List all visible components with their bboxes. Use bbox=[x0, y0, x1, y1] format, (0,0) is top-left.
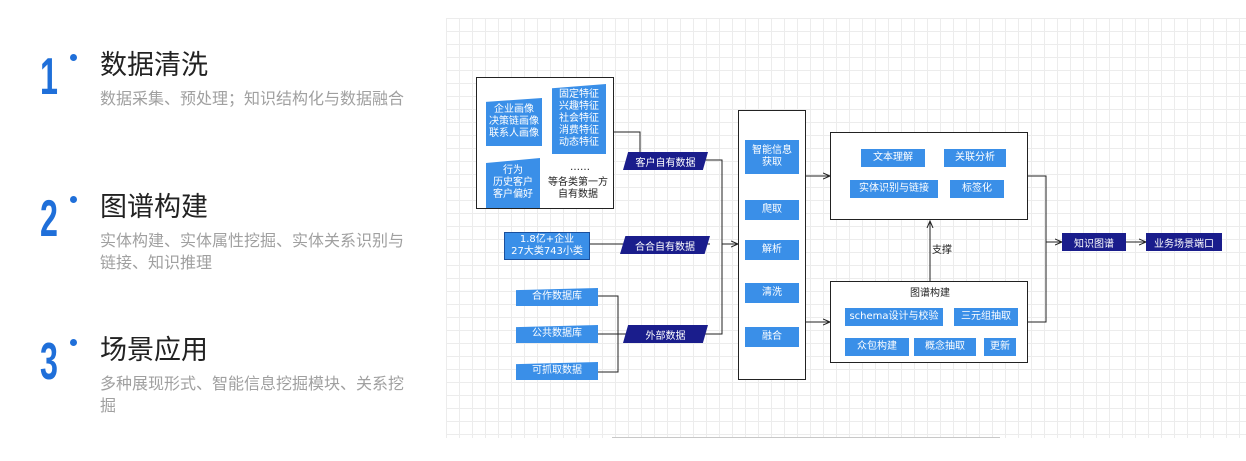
features-label: 固定特征 兴趣特征 社会特征 消费特征 动态特征 bbox=[552, 84, 606, 154]
process-parse: 解析 bbox=[745, 240, 799, 260]
step-dot bbox=[70, 339, 77, 346]
portrait-label: 企业画像 决策链画像 联系人画像 bbox=[486, 98, 542, 146]
step-desc: 数据采集、预处理；知识结构化与数据融合 bbox=[100, 89, 405, 108]
source-external: 外部数据 bbox=[623, 325, 708, 343]
source-customer: 客户自有数据 bbox=[623, 152, 708, 170]
graph-title: 图谱构建 bbox=[910, 288, 950, 299]
behavior-label: 行为 历史客户 客户偏好 bbox=[486, 158, 540, 208]
analysis-tagging: 标签化 bbox=[950, 180, 1004, 198]
process-crawl: 爬取 bbox=[745, 200, 799, 220]
graph-concept-extract: 概念抽取 bbox=[914, 338, 976, 356]
analysis-entity-linking: 实体识别与链接 bbox=[850, 180, 938, 198]
step-dot bbox=[70, 54, 77, 61]
graph-schema: schema设计与校验 bbox=[845, 308, 943, 326]
step-desc: 实体构建、实体属性挖掘、实体关系识别与链接、知识推理 bbox=[100, 231, 405, 272]
step-dot bbox=[70, 196, 77, 203]
enterprise-count-label: 1.8亿+企业 27大类743小类 bbox=[504, 232, 590, 260]
database-public: 公共数据库 bbox=[516, 325, 598, 343]
step-desc: 多种展现形式、智能信息挖掘模块、关系挖掘 bbox=[100, 374, 405, 415]
step-number: 1 bbox=[40, 48, 58, 106]
step-title: 图谱构建 bbox=[100, 192, 208, 223]
step-number: 2 bbox=[40, 190, 58, 248]
step-title: 场景应用 bbox=[100, 335, 208, 366]
graph-triple-extract: 三元组抽取 bbox=[954, 308, 1018, 326]
business-port-label: 业务场景端口 bbox=[1146, 233, 1222, 251]
divider-line bbox=[612, 437, 1000, 438]
process-fuse: 融合 bbox=[745, 327, 799, 347]
support-label: 支撑 bbox=[932, 245, 952, 256]
step-number: 3 bbox=[40, 333, 58, 391]
process-clean: 清洗 bbox=[745, 283, 799, 303]
step-title: 数据清洗 bbox=[100, 50, 208, 81]
analysis-association: 关联分析 bbox=[944, 149, 1006, 167]
source-hehe: 合合自有数据 bbox=[620, 236, 710, 254]
analysis-box bbox=[830, 132, 1028, 220]
ellipsis-text: …… bbox=[570, 162, 590, 173]
database-cooperation: 合作数据库 bbox=[516, 288, 598, 306]
database-crawlable: 可抓取数据 bbox=[516, 362, 598, 380]
graph-crowdsource: 众包构建 bbox=[845, 338, 909, 356]
graph-update: 更新 bbox=[984, 338, 1016, 356]
steps-panel: 1 数据清洗 数据采集、预处理；知识结构化与数据融合 2 图谱构建 实体构建、实… bbox=[0, 0, 440, 461]
process-acquire: 智能信息 获取 bbox=[745, 140, 799, 174]
knowledge-graph-label: 知识图谱 bbox=[1062, 233, 1126, 251]
first-party-text: 等各类第一方 自有数据 bbox=[548, 177, 608, 200]
analysis-text-understanding: 文本理解 bbox=[861, 149, 925, 167]
